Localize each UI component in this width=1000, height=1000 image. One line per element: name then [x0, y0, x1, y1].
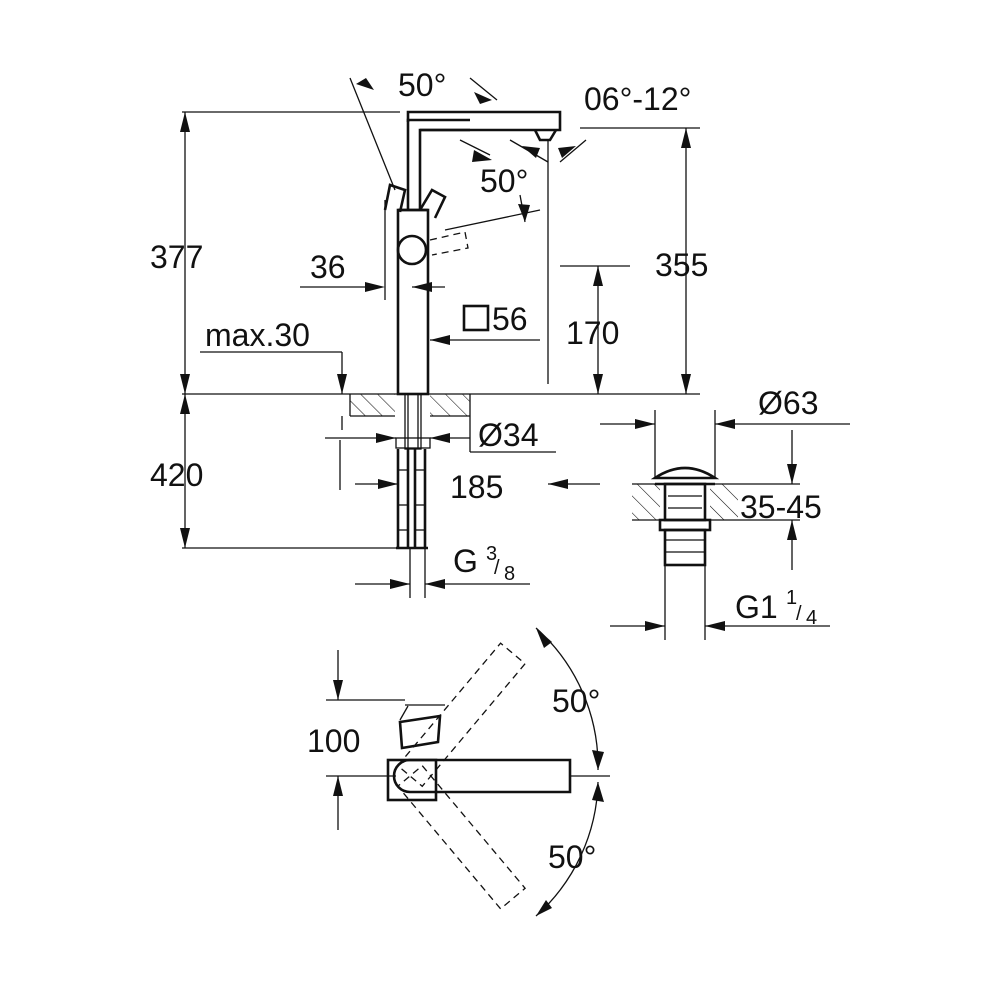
faucet-top-view: [326, 627, 610, 917]
waste-side-view: [600, 410, 850, 640]
spray-angle-label: 06°-12°: [584, 81, 691, 117]
spout-clearance-label: 170: [566, 315, 619, 351]
below-deck-length-label: 420: [150, 457, 203, 493]
inlet-thread-g-label: G: [453, 543, 478, 579]
body-square-label: 56: [492, 301, 528, 337]
reach-label: 185: [450, 469, 503, 505]
waste-thread-numerator: 1: [786, 587, 797, 609]
inlet-thread-numerator: 3: [486, 543, 497, 565]
top-swivel-upper-label: 50°: [552, 683, 600, 719]
waste-thickness-label: 35-45: [740, 489, 822, 525]
top-view-offset-label: 100: [307, 723, 360, 759]
svg-text:/: /: [494, 557, 500, 579]
lever-angle-label: 50°: [480, 163, 528, 199]
spout-swivel-angle-label: 50°: [398, 67, 446, 103]
svg-text:/: /: [796, 603, 802, 625]
inlet-thread-denominator: 8: [504, 563, 515, 585]
top-swivel-lower-label: 50°: [548, 839, 596, 875]
waste-diameter-label: Ø63: [758, 385, 818, 421]
spout-height-label: 355: [655, 247, 708, 283]
total-height-label: 377: [150, 239, 203, 275]
deck-thickness-label: max.30: [205, 317, 310, 353]
countertop-deck: [182, 393, 700, 417]
hole-diameter-label: Ø34: [478, 417, 538, 453]
lever-width-label: 36: [310, 249, 346, 285]
waste-thread-denominator: 4: [806, 607, 817, 629]
side-view-dimensions: [180, 77, 700, 598]
waste-thread-g-label: G1: [735, 589, 778, 625]
faucet-side-view: [383, 110, 562, 550]
dimension-labels: 50° 06°-12° 50° 377 355 36 56 170 max.30…: [150, 67, 822, 875]
